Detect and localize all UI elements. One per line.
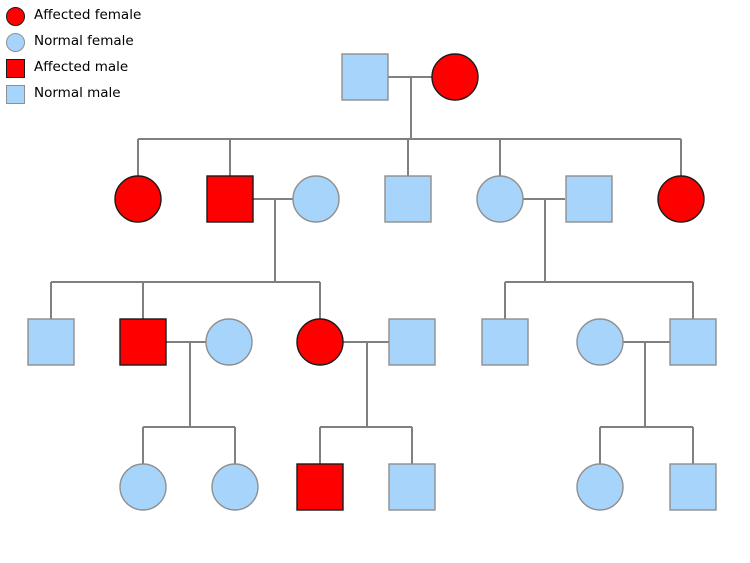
- individual-III-8-normal-male[interactable]: [669, 318, 717, 366]
- legend-label-normal-female: Normal female: [34, 33, 134, 50]
- individual-I-1-normal-male[interactable]: [341, 53, 389, 101]
- open-square-icon: [6, 84, 25, 104]
- legend-label-affected-female: Affected female: [34, 7, 142, 24]
- legend-item-affected-male: Affected male: [6, 57, 128, 79]
- individual-IV-3-affected-male[interactable]: [296, 463, 344, 511]
- individual-III-3-normal-female[interactable]: [205, 318, 253, 366]
- individual-II-4-normal-male[interactable]: [384, 175, 432, 223]
- connector-lines: [50, 76, 694, 464]
- individual-III-1-normal-male[interactable]: [27, 318, 75, 366]
- open-circle-icon: [6, 32, 25, 52]
- individual-III-2-affected-male[interactable]: [119, 318, 167, 366]
- individual-III-7-normal-female[interactable]: [576, 318, 624, 366]
- individual-II-6-normal-male[interactable]: [565, 175, 613, 223]
- individual-II-1-affected-female[interactable]: [114, 175, 162, 223]
- individual-I-2-affected-female[interactable]: [431, 53, 479, 101]
- individual-IV-4-normal-male[interactable]: [388, 463, 436, 511]
- legend-item-affected-female: Affected female: [6, 5, 141, 27]
- individual-II-3-normal-female[interactable]: [292, 175, 340, 223]
- legend-item-normal-male: Normal male: [6, 83, 121, 105]
- individual-IV-6-normal-male[interactable]: [669, 463, 717, 511]
- individual-III-6-normal-male[interactable]: [481, 318, 529, 366]
- individual-symbols: [27, 53, 717, 511]
- legend-label-normal-male: Normal male: [34, 85, 121, 102]
- individual-II-7-affected-female[interactable]: [657, 175, 705, 223]
- individual-III-4-affected-female[interactable]: [296, 318, 344, 366]
- individual-IV-1-normal-female[interactable]: [119, 463, 167, 511]
- filled-square-icon: [6, 58, 25, 78]
- individual-IV-2-normal-female[interactable]: [211, 463, 259, 511]
- individual-IV-5-normal-female[interactable]: [576, 463, 624, 511]
- legend-label-affected-male: Affected male: [34, 59, 129, 76]
- individual-II-5-normal-female[interactable]: [476, 175, 524, 223]
- individual-III-5-normal-male[interactable]: [388, 318, 436, 366]
- filled-circle-icon: [6, 6, 25, 26]
- individual-II-2-affected-male[interactable]: [206, 175, 254, 223]
- legend-item-normal-female: Normal female: [6, 31, 134, 53]
